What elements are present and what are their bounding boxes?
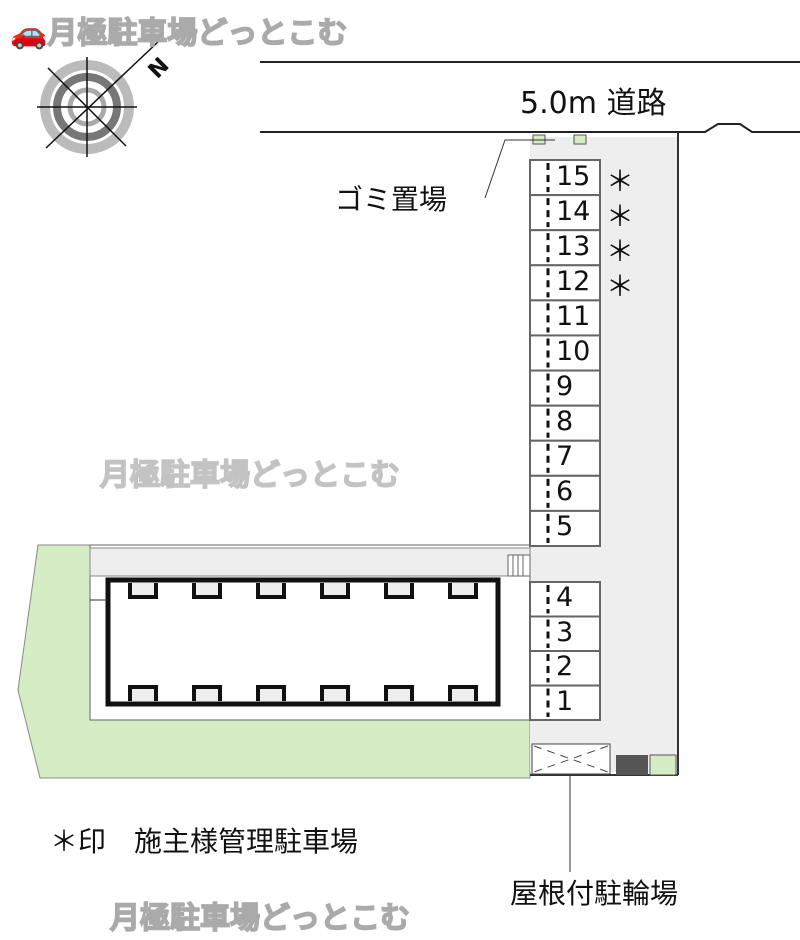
balcony xyxy=(448,583,478,599)
building xyxy=(105,577,501,707)
owner-managed-mark: ＊ xyxy=(606,234,635,268)
space-number: 4 xyxy=(556,582,574,614)
balcony xyxy=(448,685,478,701)
compass-icon xyxy=(37,39,161,157)
space-number: 8 xyxy=(556,406,574,438)
balcony xyxy=(384,685,414,701)
bike-shelter-label: 屋根付駐輪場 xyxy=(510,877,679,910)
parking-space[interactable] xyxy=(529,404,601,442)
watermark-text: 月極駐車場どっとこむ xyxy=(109,900,411,937)
owner-managed-mark: ＊ xyxy=(606,164,635,198)
space-number: 2 xyxy=(556,651,574,683)
space-number: 12 xyxy=(556,265,591,297)
owner-managed-mark: ＊ xyxy=(606,269,635,303)
parking-space[interactable] xyxy=(529,229,601,267)
parking-space[interactable] xyxy=(529,159,601,197)
space-number: 3 xyxy=(556,616,574,648)
owner-managed-mark: ＊ xyxy=(606,199,635,233)
watermark-center: 月極駐車場どっとこむ xyxy=(99,450,401,494)
space-number: 9 xyxy=(556,371,574,403)
parking-spaces xyxy=(529,159,601,721)
trash-area xyxy=(573,134,587,145)
walkway xyxy=(89,547,531,577)
balcony xyxy=(128,685,158,701)
balconies xyxy=(128,583,478,701)
space-number: 5 xyxy=(556,511,574,543)
parking-space[interactable] xyxy=(529,684,601,721)
watermark-text: 月極駐車場どっとこむ xyxy=(99,457,401,494)
balcony xyxy=(128,583,158,599)
space-number: 13 xyxy=(556,230,591,262)
space-number: 1 xyxy=(556,685,574,717)
balcony xyxy=(256,583,286,599)
watermark-bottom: 月極駐車場どっとこむ xyxy=(109,893,411,937)
parking-space[interactable] xyxy=(529,581,601,618)
road-edge-bottom xyxy=(260,123,800,133)
trash-leader-line xyxy=(484,139,555,199)
balcony xyxy=(192,685,222,701)
balcony xyxy=(320,583,350,599)
parking-space[interactable] xyxy=(529,264,601,302)
watermark-text: 月極駐車場どっとこむ xyxy=(47,15,349,52)
space-number: 14 xyxy=(556,195,591,227)
road-label: 5.0m 道路 xyxy=(520,86,667,121)
balcony xyxy=(384,583,414,599)
space-number: 11 xyxy=(556,300,591,332)
trash-label: ゴミ置場 xyxy=(335,183,448,216)
planter xyxy=(649,754,677,776)
space-number: 6 xyxy=(556,476,574,508)
parking-space[interactable] xyxy=(529,334,601,372)
space-number: 7 xyxy=(556,441,574,473)
watermark-logo: 🚗月極駐車場どっとこむ xyxy=(9,15,349,52)
parking-space[interactable] xyxy=(529,369,601,407)
space-number: 15 xyxy=(556,160,591,192)
balcony xyxy=(320,685,350,701)
legend-text: ＊印 施主様管理駐車場 xyxy=(50,825,359,858)
balcony xyxy=(256,685,286,701)
parking-space[interactable] xyxy=(529,474,601,512)
balcony xyxy=(192,583,222,599)
parking-space[interactable] xyxy=(529,439,601,477)
parking-space[interactable] xyxy=(529,509,601,547)
parking-space[interactable] xyxy=(529,299,601,337)
bike-shelter xyxy=(531,743,611,775)
meter-box xyxy=(616,755,648,775)
space-number: 10 xyxy=(556,336,591,367)
stairs xyxy=(507,554,531,577)
parking-space[interactable] xyxy=(529,194,601,232)
